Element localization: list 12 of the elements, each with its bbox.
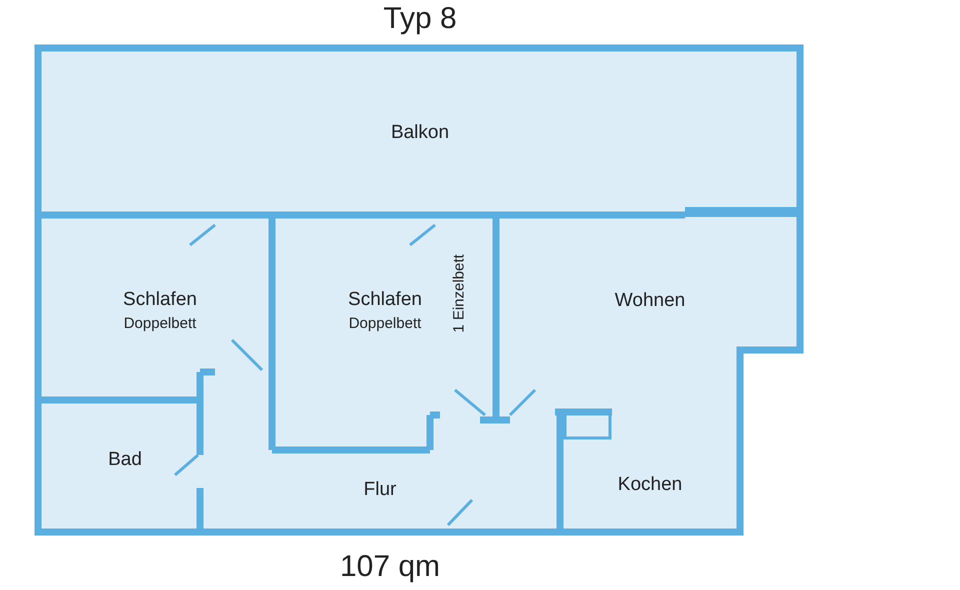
bed-note: 1 Einzelbett <box>450 254 468 333</box>
area-caption: 107 qm <box>338 550 442 584</box>
room-label: Schlafen <box>348 288 422 310</box>
room-label: Balkon <box>390 122 450 144</box>
room-label: Flur <box>364 479 396 501</box>
plan-title: Typ 8 <box>382 2 458 36</box>
bed-note: Doppelbett <box>348 314 422 332</box>
bed-note: Doppelbett <box>124 314 196 332</box>
room-label: Kochen <box>618 474 682 496</box>
room-label: Bad <box>108 449 142 471</box>
room-label: Schlafen <box>123 288 197 310</box>
room-label: Wohnen <box>614 290 686 312</box>
